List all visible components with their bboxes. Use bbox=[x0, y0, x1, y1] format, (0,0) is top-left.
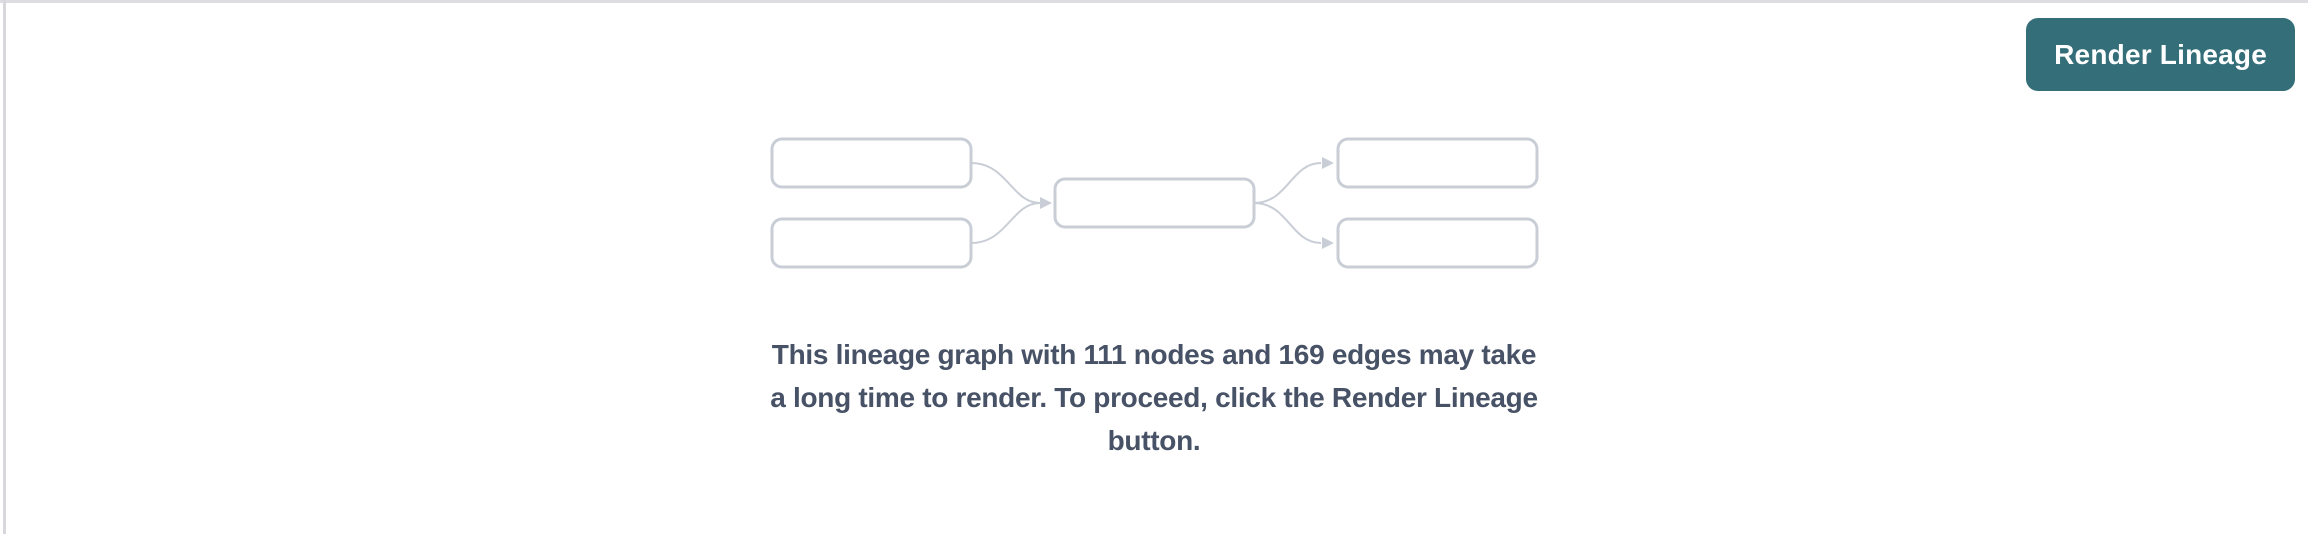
diagram-node-upstream-bottom bbox=[770, 217, 973, 269]
diagram-edge-downstream-top bbox=[1253, 162, 1322, 204]
placeholder-message-line-1: This lineage graph with 111 nodes and 16… bbox=[771, 339, 1537, 370]
diagram-node-downstream-top bbox=[1336, 137, 1539, 189]
render-lineage-button[interactable]: Render Lineage bbox=[2026, 18, 2295, 91]
arrowhead-top-icon bbox=[1322, 157, 1334, 169]
lineage-placeholder: This lineage graph with 111 nodes and 16… bbox=[0, 130, 2308, 462]
panel-top-border bbox=[0, 0, 2308, 3]
placeholder-message-line-3: button. bbox=[1107, 425, 1201, 456]
diagram-node-center bbox=[1053, 177, 1256, 229]
diagram-edge-upstream-bottom bbox=[970, 202, 1041, 244]
diagram-edge-upstream-top bbox=[970, 162, 1041, 204]
lineage-preview-diagram bbox=[770, 137, 1539, 269]
diagram-node-upstream-top bbox=[770, 137, 973, 189]
arrowhead-bottom-icon bbox=[1322, 237, 1334, 249]
panel-left-border bbox=[3, 0, 6, 534]
diagram-node-downstream-bottom bbox=[1336, 217, 1539, 269]
placeholder-message-line-2: a long time to render. To proceed, click… bbox=[770, 382, 1538, 413]
diagram-arrowheads bbox=[1040, 157, 1334, 249]
placeholder-message: This lineage graph with 111 nodes and 16… bbox=[770, 333, 1538, 462]
diagram-strokes bbox=[770, 137, 1539, 269]
diagram-edge-downstream-bottom bbox=[1253, 202, 1322, 244]
arrowhead-center-icon bbox=[1040, 197, 1052, 209]
